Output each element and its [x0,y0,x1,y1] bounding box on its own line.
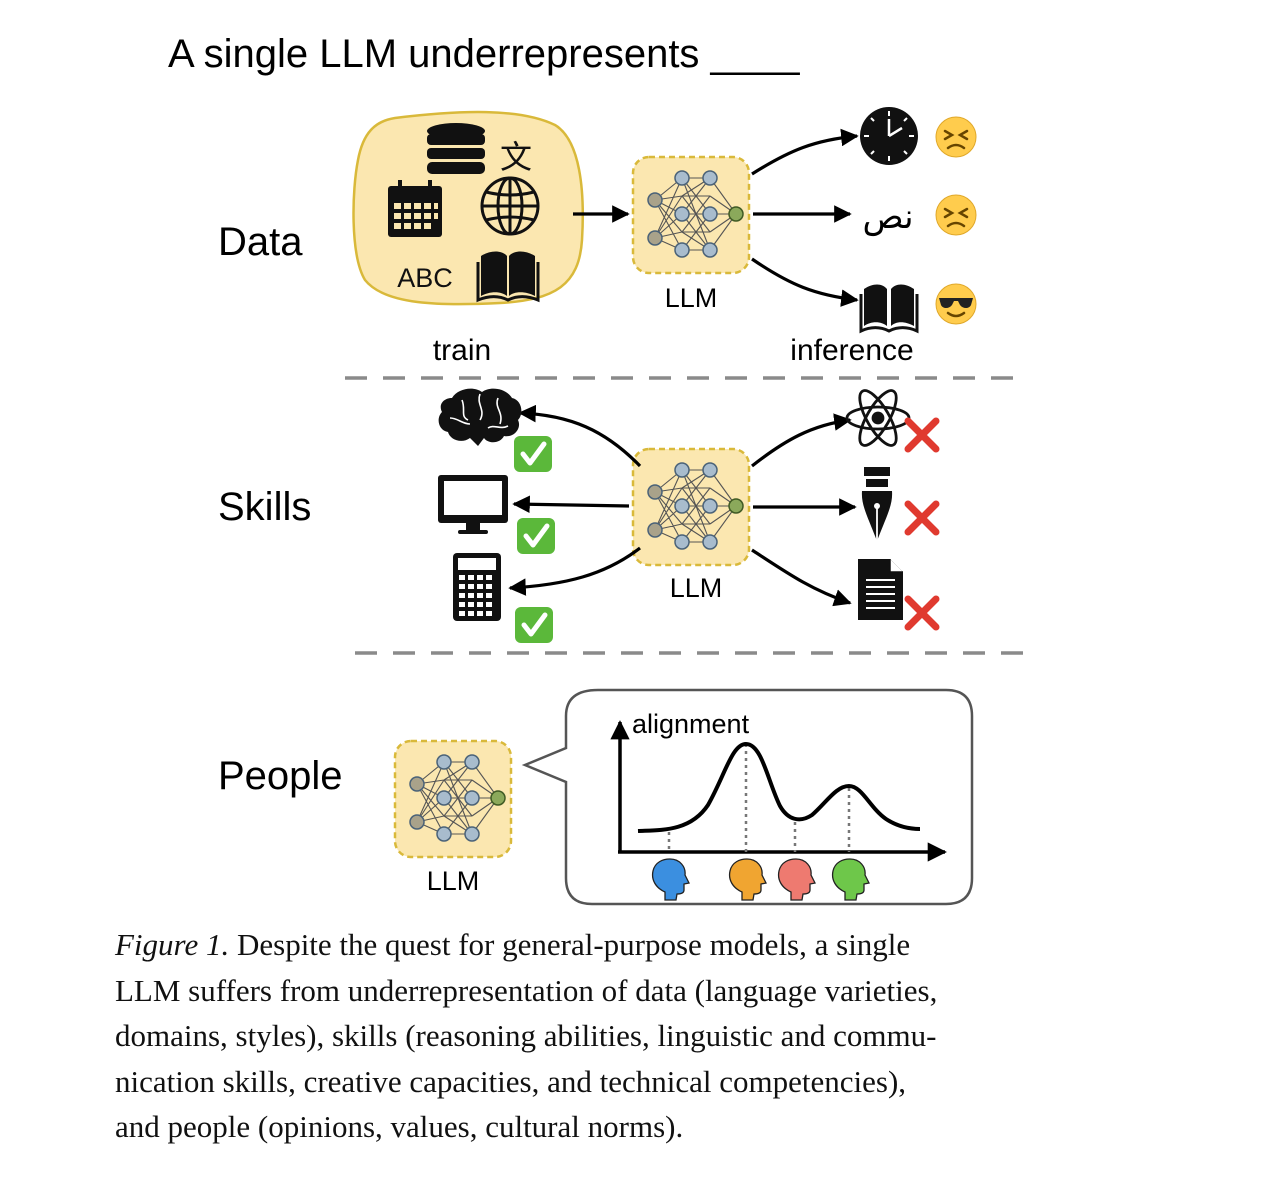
skill-arrow-atom [751,413,852,468]
row-label-skills: Skills [218,485,311,529]
figure-caption: Figure 1. Despite the quest for general-… [115,922,1095,1150]
atom-icon [845,389,911,447]
brain-icon [438,388,522,446]
calendar-icon [388,180,442,237]
llm-icon-skills [631,447,751,567]
caption-line-4: nication skills, creative capacities, an… [115,1063,907,1099]
inference-arrow-top [751,128,859,176]
caption-text-1: Despite the quest for general-purpose mo… [229,927,911,962]
document-icon [858,559,903,620]
database-icon [427,123,485,174]
check-icon-monitor [517,518,555,554]
skill-arrow-monitor [512,495,630,514]
row-label-data: Data [218,220,303,264]
skill-arrow-calculator [508,546,641,596]
llm-icon-data [631,155,751,275]
caption-line-2: LLM suffers from underrepresentation of … [115,972,938,1008]
llm-icon-people [393,739,513,859]
arabic-text: نص [862,198,913,237]
check-icon-calculator [515,607,553,643]
caption-line-3: domains, styles), skills (reasoning abil… [115,1018,937,1053]
abc-text: ABC [397,263,453,293]
sunglasses-face-icon [935,283,977,325]
cross-icon-pen [908,504,936,532]
cross-icon-document [908,599,936,627]
figure-title: A single LLM underrepresents ____ [168,32,800,76]
inference-label: inference [790,334,913,367]
alignment-guides [667,744,851,852]
skill-arrow-document [751,548,852,607]
open-book-icon [859,284,919,334]
row-label-people: People [218,754,343,798]
llm-label-skills: LLM [670,573,723,603]
llm-label-data: LLM [665,283,718,313]
check-icon-brain [514,436,552,472]
book-icon [476,251,540,303]
train-label: train [433,334,491,367]
globe-icon [480,176,540,236]
llm-label-people: LLM [427,866,480,896]
frustrated-face-icon-1 [935,116,977,158]
caption-line-1: Figure 1. Despite the quest for general-… [115,922,1095,968]
chinese-character: 文 [500,139,532,175]
inference-arrow-bottom [751,257,859,307]
monitor-icon [438,475,508,534]
caption-figure-label: Figure 1. [115,927,230,962]
skill-arrow-brain [518,404,642,468]
fountain-pen-icon [861,467,893,541]
frustrated-face-icon-2 [935,194,977,236]
calculator-icon [453,553,501,621]
alignment-curve [637,741,921,833]
caption-line-5: and people (opinions, values, cultural n… [115,1109,684,1144]
chart-y-label: alignment [632,709,750,739]
cross-icon-atom [908,421,936,449]
clock-icon [860,107,918,165]
